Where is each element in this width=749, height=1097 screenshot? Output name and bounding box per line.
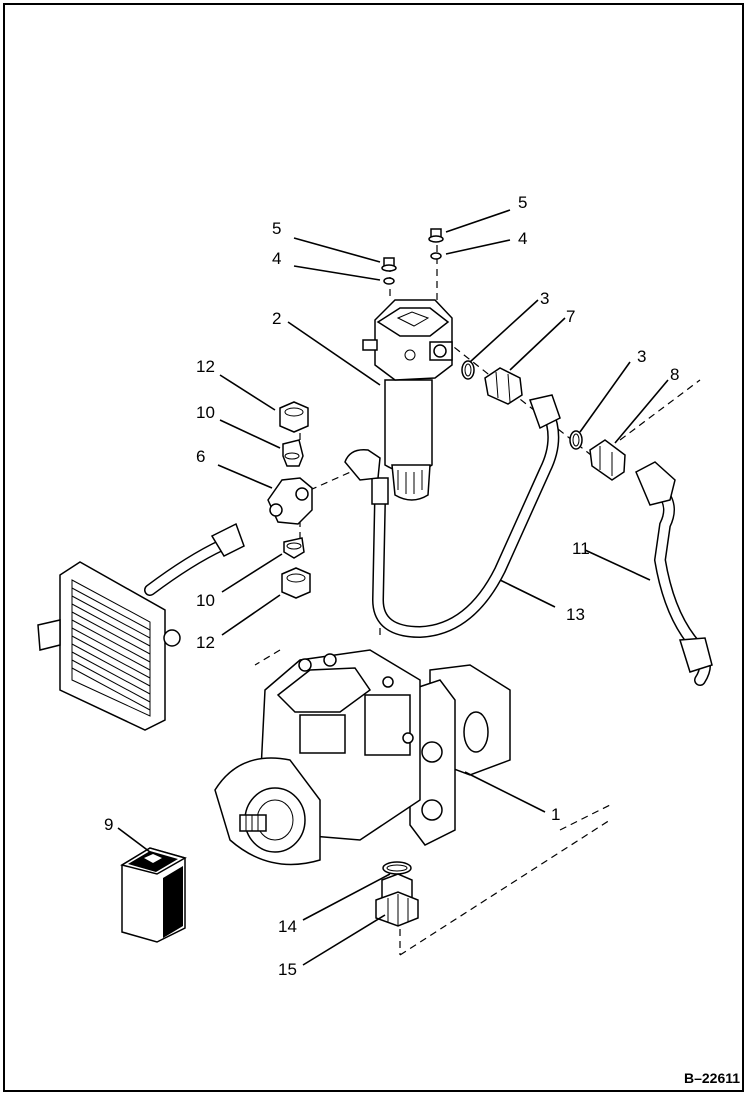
callout-10-upper: 10 bbox=[196, 403, 215, 422]
callout-8: 8 bbox=[670, 365, 679, 384]
callout-4-left: 4 bbox=[272, 249, 281, 268]
tee-fitting-6 bbox=[267, 477, 313, 525]
callout-12-upper: 12 bbox=[196, 357, 215, 376]
fitting-8 bbox=[589, 439, 626, 481]
hose-13 bbox=[344, 394, 561, 639]
callout-1: 1 bbox=[551, 805, 560, 824]
filter-assembly bbox=[362, 299, 453, 501]
fitting-15 bbox=[375, 873, 419, 927]
callout-15: 15 bbox=[278, 960, 297, 979]
callout-6: 6 bbox=[196, 447, 205, 466]
callout-12-lower: 12 bbox=[196, 633, 215, 652]
fitting-7 bbox=[484, 367, 523, 405]
bolt-right bbox=[428, 228, 444, 260]
callout-labels: 5 4 5 4 2 3 7 3 8 12 10 6 10 12 11 13 1 … bbox=[104, 193, 679, 979]
o-ring-upper bbox=[461, 360, 475, 380]
callout-7: 7 bbox=[566, 307, 575, 326]
callout-2: 2 bbox=[272, 309, 281, 328]
manual-box-9 bbox=[120, 847, 187, 943]
nut-12-lower bbox=[281, 567, 311, 599]
figure-reference-id: B–22611 bbox=[684, 1070, 740, 1086]
callout-14: 14 bbox=[278, 917, 297, 936]
callout-9: 9 bbox=[104, 815, 113, 834]
hydrostatic-pump bbox=[214, 649, 511, 866]
bolt-left bbox=[381, 257, 397, 285]
callout-13: 13 bbox=[566, 605, 585, 624]
o-ring-14 bbox=[382, 861, 412, 875]
adapter-10-upper bbox=[282, 439, 304, 467]
nut-12-upper bbox=[279, 401, 309, 433]
callout-3-lower: 3 bbox=[637, 347, 646, 366]
adapter-10-lower bbox=[283, 537, 305, 559]
callout-10-lower: 10 bbox=[196, 591, 215, 610]
callout-3-upper: 3 bbox=[540, 289, 549, 308]
callout-5-left: 5 bbox=[272, 219, 281, 238]
hose-11 bbox=[635, 461, 713, 686]
leader-lines bbox=[117, 209, 669, 966]
o-ring-lower bbox=[569, 430, 583, 450]
oil-cooler bbox=[37, 522, 245, 731]
diagram-frame bbox=[3, 3, 744, 1092]
callout-11: 11 bbox=[572, 539, 590, 558]
callout-5-right: 5 bbox=[518, 193, 527, 212]
callout-4-right: 4 bbox=[518, 229, 527, 248]
